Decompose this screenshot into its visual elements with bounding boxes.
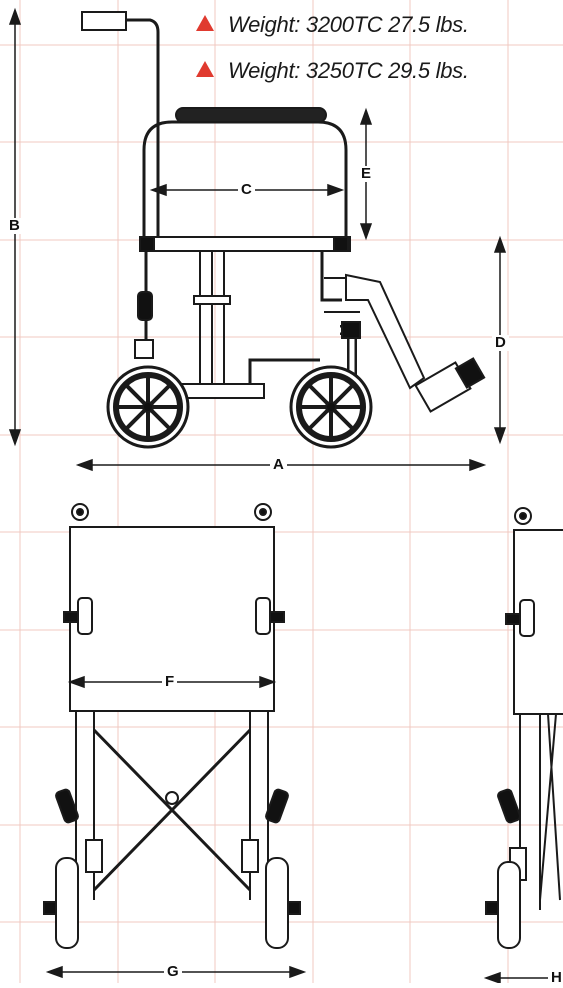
cross-brace [199, 251, 225, 385]
weight-3200tc: Weight: 3200TC 27.5 lbs. [196, 12, 469, 38]
front-view-chair [43, 503, 301, 949]
side-view-chair [81, 11, 486, 449]
footrest-hanger [345, 273, 426, 390]
left-front-wheel [55, 857, 79, 949]
red-triangle-icon [196, 61, 214, 77]
seat-rail [139, 236, 351, 252]
dimension-label-a: A [270, 457, 287, 473]
weight-3250tc: Weight: 3250TC 29.5 lbs. [196, 58, 469, 84]
handle-post [126, 18, 160, 240]
front-post [320, 251, 342, 302]
brake-lever [137, 291, 153, 321]
dimension-label-f: F [162, 674, 178, 690]
red-triangle-icon [196, 15, 214, 31]
brake-clamp [134, 339, 154, 359]
dimension-label-h: H [548, 970, 563, 986]
dimension-label-c: C [238, 182, 255, 198]
dimension-label-b: B [6, 218, 23, 234]
folded-view-chair [485, 507, 563, 949]
push-handle [81, 11, 127, 31]
x-frame [92, 728, 252, 892]
seat-cushion [175, 107, 327, 123]
weight-3250tc-text: Weight: 3250TC 29.5 lbs. [228, 58, 469, 83]
front-dimension-lines [45, 675, 563, 985]
brace-clip [193, 295, 231, 305]
dimension-label-e: E [358, 166, 375, 182]
weight-3200tc-text: Weight: 3200TC 27.5 lbs. [228, 12, 469, 37]
dimension-label-d: D [492, 335, 509, 351]
dimension-label-g: G [164, 964, 182, 980]
right-front-wheel [265, 857, 289, 949]
